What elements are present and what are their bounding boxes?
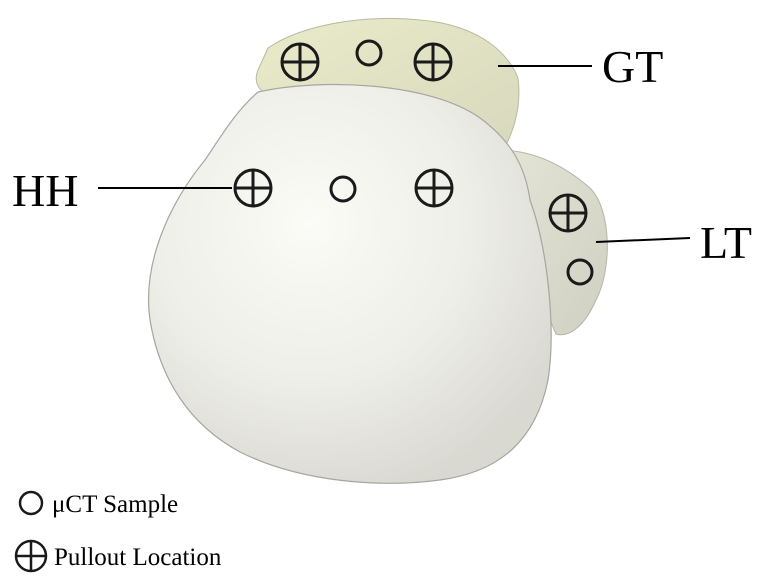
hh-pullout-marker-left bbox=[235, 170, 271, 206]
humeral-head-region bbox=[149, 85, 552, 484]
open-circle-icon bbox=[20, 492, 42, 514]
legend: μCT Sample Pullout Location bbox=[16, 491, 222, 571]
gt-pullout-marker-right bbox=[415, 44, 451, 80]
lt-pullout-marker bbox=[550, 195, 586, 231]
gt-label: GT bbox=[602, 41, 663, 92]
legend-sample-label: μCT Sample bbox=[52, 491, 178, 518]
hh-label: HH bbox=[12, 165, 78, 216]
gt-pullout-marker-left bbox=[282, 44, 318, 80]
lt-leader-line bbox=[596, 238, 690, 242]
circle-cross-icon bbox=[16, 541, 46, 571]
legend-pullout-label: Pullout Location bbox=[54, 544, 222, 571]
hh-pullout-marker-right bbox=[416, 170, 452, 206]
lt-label: LT bbox=[700, 217, 752, 268]
